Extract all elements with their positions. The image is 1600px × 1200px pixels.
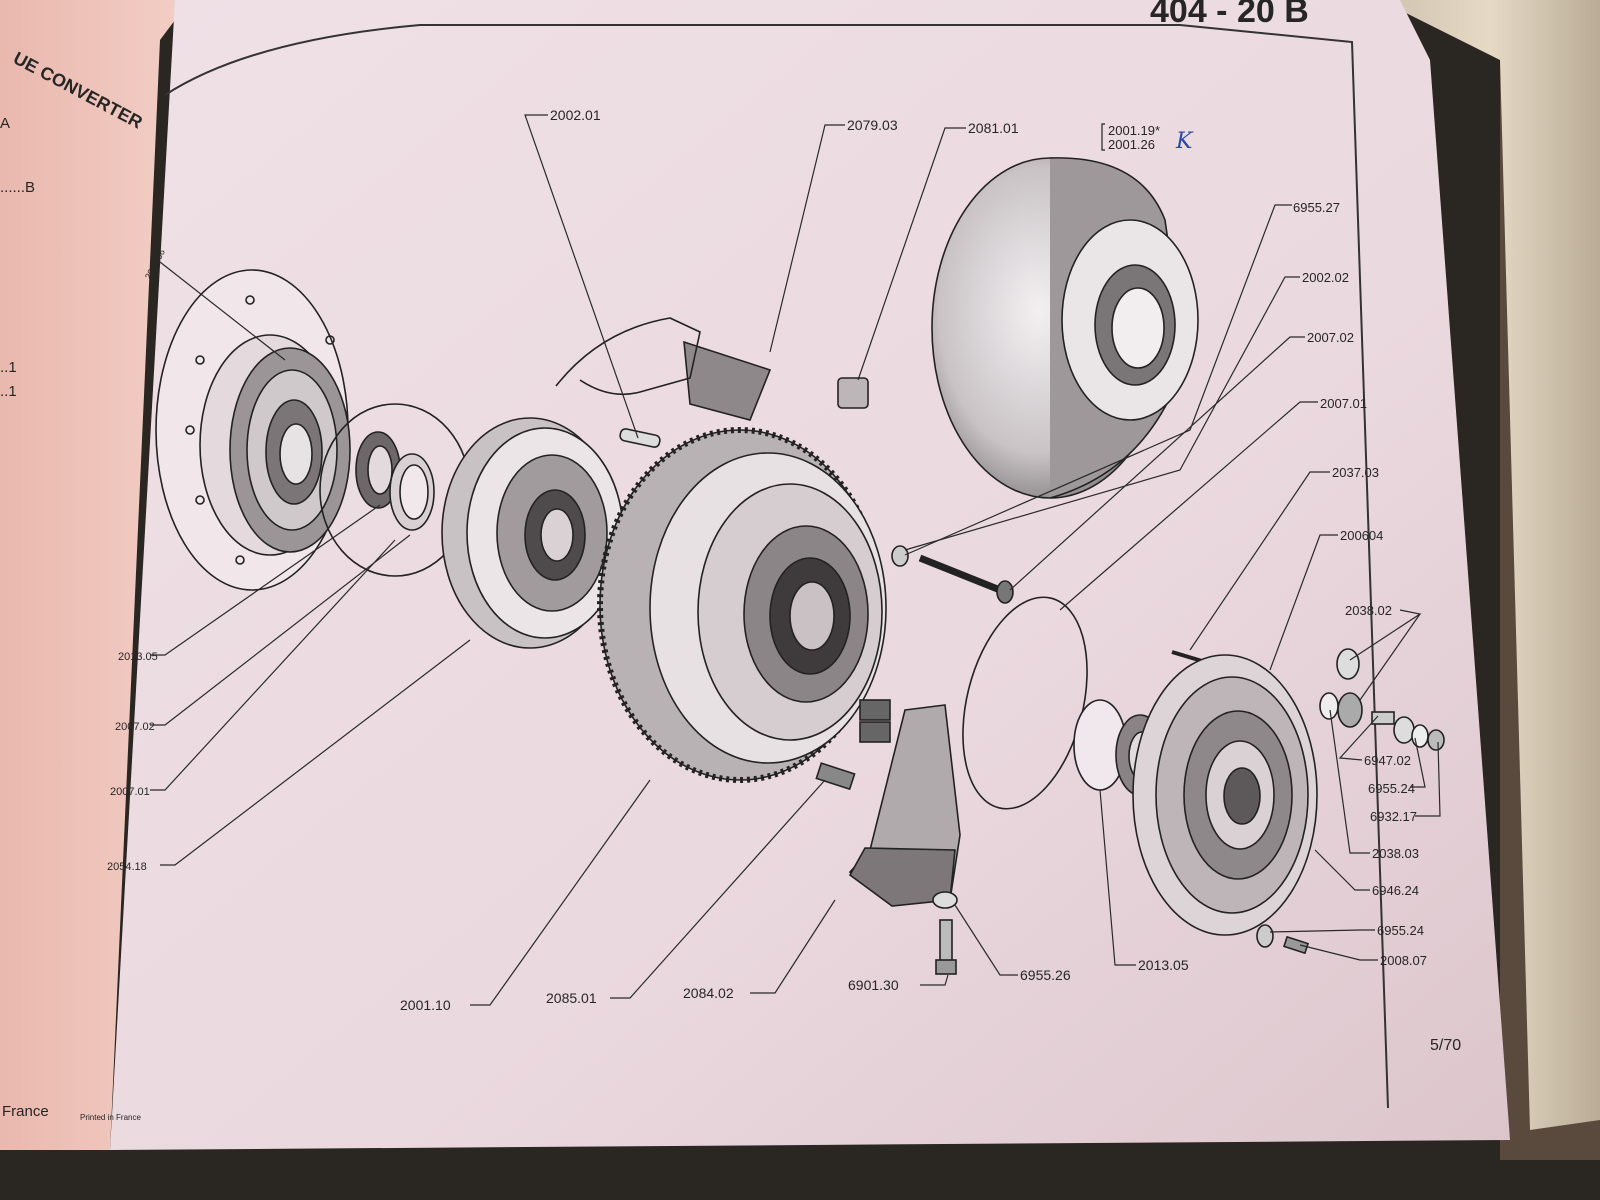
left-page [0,0,190,1150]
left-fragment-1b: ..1 [0,383,17,400]
printed-note: Printed in France [80,1113,141,1122]
handwritten-mark: K [1175,129,1194,154]
part-label-2038-03: 2038.03 [1372,846,1419,861]
converter-drum-part [931,157,1199,499]
pump-cover-part [1132,654,1318,936]
leader-lines [150,114,1441,1006]
small-screw [815,762,856,791]
left-fragment-a: A [0,115,10,132]
long-bolt [918,554,1002,594]
part-label-2007-02-left: 2007.02 [115,721,155,733]
part-label-6901-30: 6901.30 [848,977,899,993]
part-label-6932-17: 6932.17 [1370,809,1417,824]
left-page-footer: France [2,1103,49,1120]
part-label-2007-01-left: 2007.01 [110,786,150,798]
page-border [164,24,1389,1109]
part-label-2008-07: 2008.07 [1380,953,1427,968]
exploded-diagram [155,157,1445,975]
drain-plug [837,377,869,409]
part-label-6946-24: 6946.24 [1372,883,1419,898]
part-label-2007-02: 2007.02 [1307,330,1354,345]
bottom-washer [932,891,958,909]
part-label-2079-03: 2079.03 [847,117,898,133]
washer [1336,648,1360,680]
pump-rotor-part [441,417,624,649]
part-label-2037-03: 2037.03 [1332,465,1379,480]
part-label-2081-01: 2081.01 [968,120,1019,136]
part-label-2001-19: 2001.19* [1108,123,1160,138]
part-label-200604: 200604 [1340,528,1383,543]
dowel-pin [619,428,661,448]
part-label-6955-24-b: 6955.24 [1377,923,1424,938]
gasket-sheet [683,340,772,421]
part-label-2084-02: 2084.02 [683,985,734,1001]
part-label-6955-24-a: 6955.24 [1368,781,1415,796]
page-number: 5/70 [1430,1037,1461,1054]
part-label-2001-26: 2001.26 [1108,137,1155,152]
page-stack [1380,0,1600,1130]
part-label-2002-01: 2002.01 [550,107,601,123]
part-label-2013-05-left: 2013.05 [118,651,158,663]
part-label-2013-05-right: 2013.05 [1138,957,1189,973]
connector-block [859,699,891,721]
part-label-2038-02: 2038.02 [1345,603,1392,618]
part-label-6947-02: 6947.02 [1364,753,1411,768]
part-label-6955-27: 6955.27 [1293,200,1340,215]
hand-sketch [555,317,701,396]
part-label-6955-26: 6955.26 [1020,967,1071,983]
back-plate-part [155,269,351,591]
part-label-2001-10: 2001.10 [400,997,451,1013]
part-labels: 2002.01 2079.03 2081.01 2001.19* 2001.26… [107,107,1427,1013]
part-label-2002-02: 2002.02 [1302,270,1349,285]
part-label-2054-18: 2054.18 [107,861,147,873]
bracket-part [848,704,961,907]
left-fragment-1a: ..1 [0,359,17,376]
part-label-2007-01: 2007.01 [1320,396,1367,411]
page-title: 404 - 20 B [1150,0,1309,30]
flywheel-part [597,427,887,783]
left-fragment-b: ......B [0,179,35,196]
part-label-2085-01: 2085.01 [546,990,597,1006]
